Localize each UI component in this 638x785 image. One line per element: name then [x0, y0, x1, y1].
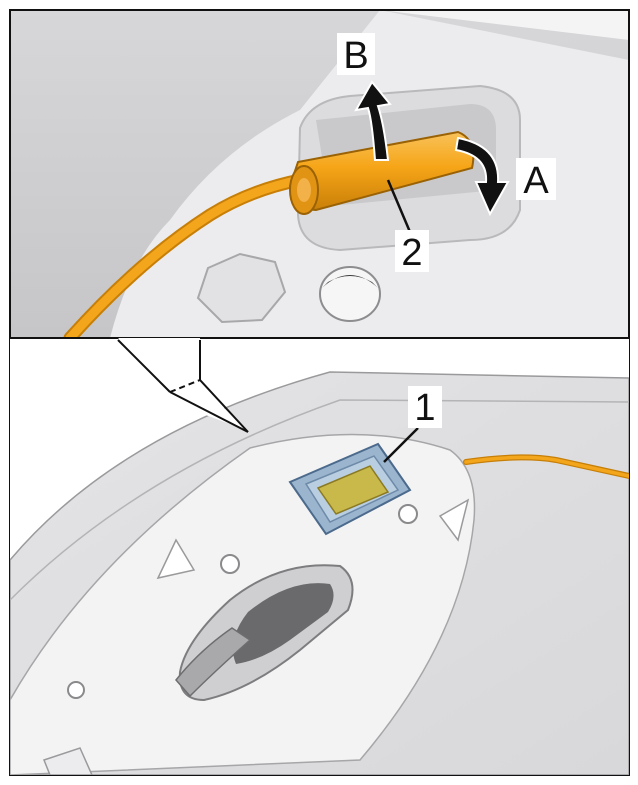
round-hole [319, 266, 381, 322]
leader-line-2 [386, 179, 412, 233]
sensor [288, 442, 412, 536]
callout-label-1: 1 [408, 386, 442, 429]
label-2-text: 2 [401, 232, 422, 274]
leader-line-1 [383, 427, 419, 463]
label-1-text: 1 [414, 387, 435, 429]
hex-boss [196, 252, 287, 324]
callout-label-a: A [516, 158, 556, 202]
arrow-b [354, 80, 392, 161]
cable-sleeve [288, 130, 475, 215]
bottom-overview-panel [10, 339, 629, 775]
mount-hole-3 [67, 681, 85, 699]
mount-hole-1 [398, 504, 418, 524]
retaining-clip [175, 564, 354, 702]
mount-hole-2 [220, 554, 240, 574]
corner-tab [43, 747, 93, 775]
callout-label-2: 2 [395, 230, 429, 274]
label-a-text: A [523, 160, 549, 202]
label-b-text: B [343, 35, 368, 77]
triangle-marker-left [156, 538, 196, 580]
arrow-a [454, 136, 510, 217]
top-detail-panel [10, 10, 629, 338]
callout-label-b: B [337, 33, 375, 77]
triangle-marker-right [438, 498, 470, 542]
detail-callout-wedge [117, 338, 249, 433]
